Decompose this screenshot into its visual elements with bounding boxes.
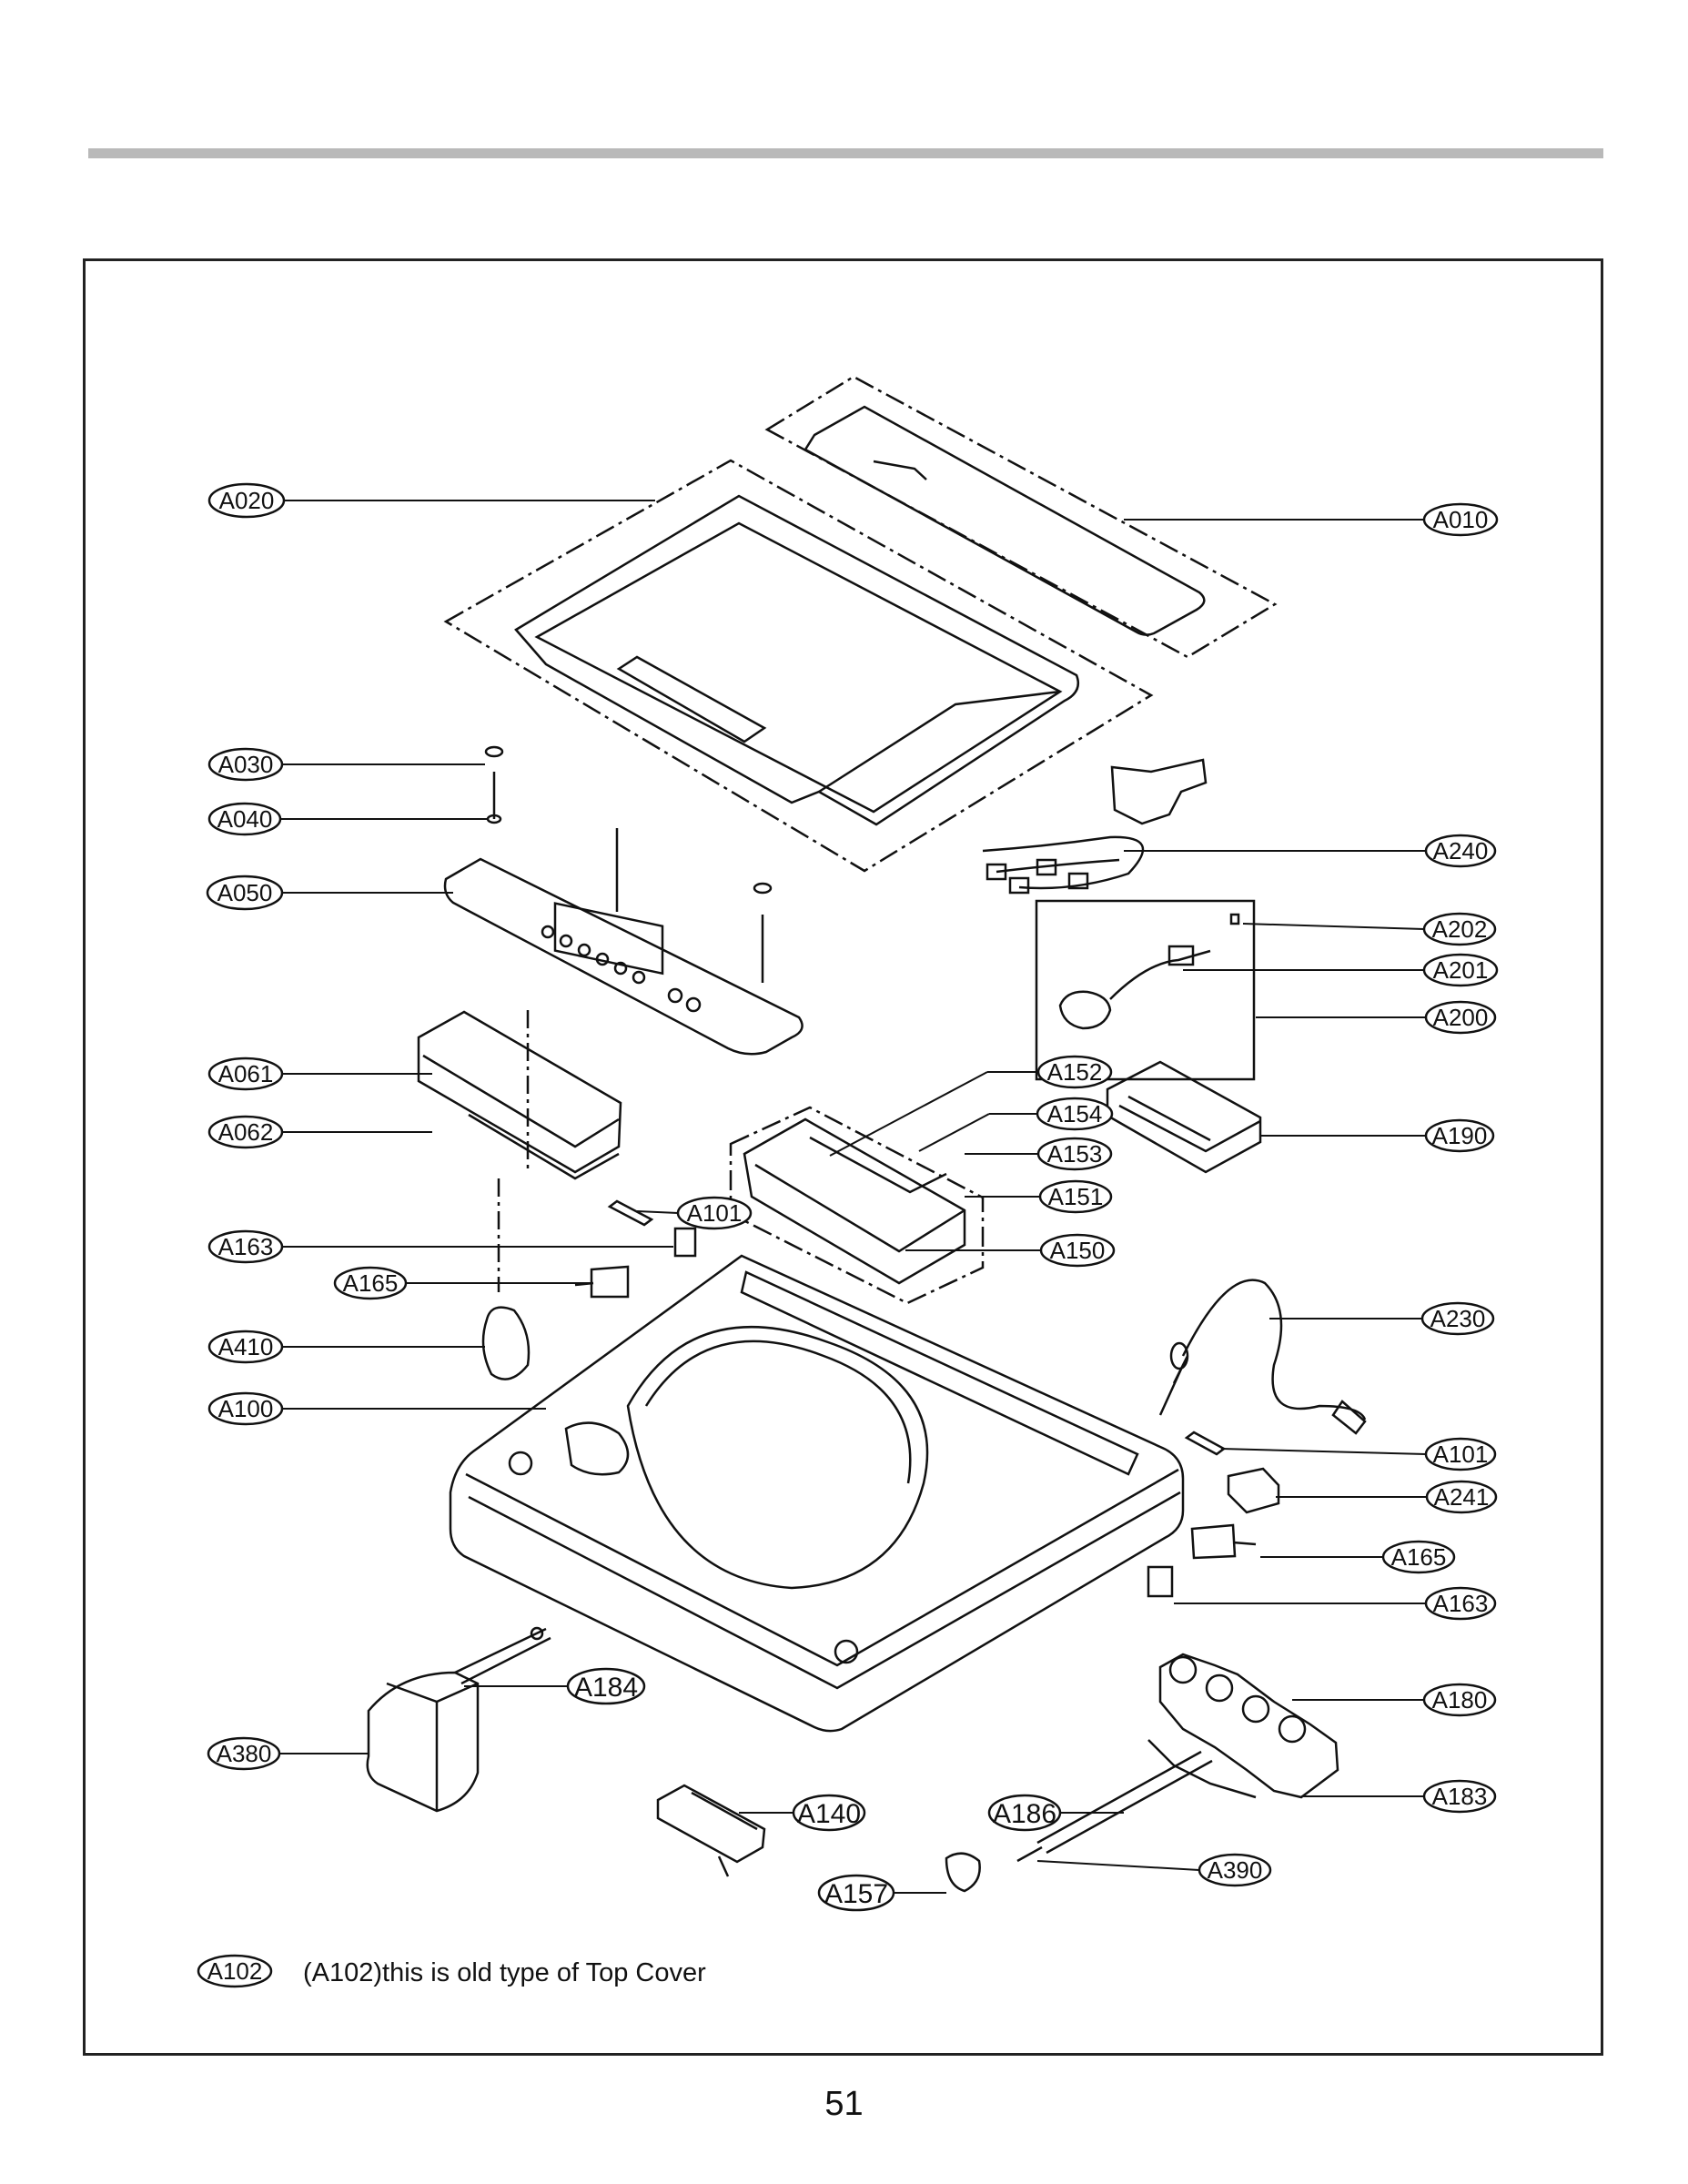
callout-label: A190 — [1432, 1122, 1488, 1149]
callout-label: A101 — [1433, 1441, 1489, 1468]
callout-label: A165 — [343, 1269, 399, 1297]
inlet-hose-part — [945, 1750, 1213, 1893]
lid-cap-part — [804, 405, 1206, 636]
small-parts-left — [481, 1199, 697, 1380]
water-valve-part — [1147, 1653, 1339, 1799]
callout-label: A102 — [207, 1957, 263, 1985]
callout-label: A010 — [1433, 506, 1489, 533]
callout-label: A030 — [218, 751, 274, 778]
pressure-switch-part — [1058, 913, 1240, 1030]
callout-label: A163 — [218, 1233, 274, 1260]
wire-harness-part — [982, 758, 1208, 895]
dispenser-part — [743, 1117, 966, 1285]
cap-boundary — [764, 375, 1278, 659]
legend-note: (A102)this is old type of Top Cover — [303, 1958, 706, 1987]
callout-label: A241 — [1434, 1483, 1490, 1511]
callout-label: A153 — [1047, 1140, 1103, 1168]
callout-label: A380 — [217, 1740, 272, 1767]
callout-label: A152 — [1047, 1058, 1103, 1086]
lid-boundary — [443, 459, 1154, 873]
callout-ellipses — [197, 482, 1499, 1988]
callout-label: A200 — [1433, 1004, 1489, 1031]
callout-label: A165 — [1391, 1543, 1447, 1571]
callout-label: A163 — [1433, 1590, 1489, 1617]
leader-lines — [279, 500, 1427, 1894]
callout-label: A100 — [218, 1395, 274, 1422]
page-number: 51 — [824, 2085, 864, 2123]
callout-labels: A020 A010 A030 A040 A240 A050 A202 A201 … — [207, 487, 1490, 1985]
control-panel-part — [443, 828, 804, 1056]
header-rule — [88, 148, 1603, 158]
callout-label: A150 — [1050, 1237, 1106, 1264]
callout-label: A062 — [218, 1118, 274, 1146]
callout-label: A180 — [1432, 1686, 1488, 1714]
small-parts-right — [1147, 1431, 1280, 1598]
diagram-frame — [83, 258, 1603, 2056]
callout-label: A240 — [1433, 837, 1489, 864]
callout-label: A154 — [1047, 1100, 1103, 1127]
screw-set — [484, 745, 773, 983]
power-cord-part — [1158, 1279, 1367, 1435]
callout-label: A184 — [574, 1673, 638, 1703]
callout-label: A050 — [217, 879, 273, 906]
callout-label: A020 — [219, 487, 275, 514]
callout-label: A230 — [1430, 1305, 1486, 1332]
callout-label: A410 — [218, 1333, 274, 1360]
callout-label: A040 — [217, 805, 273, 833]
callout-label: A202 — [1432, 915, 1488, 943]
callout-label: A390 — [1208, 1856, 1263, 1884]
top-lid-part — [514, 494, 1080, 826]
callout-label: A186 — [993, 1799, 1056, 1829]
pressure-switch-box — [1035, 899, 1256, 1081]
door-lock-part — [656, 1784, 766, 1877]
callout-label: A140 — [797, 1799, 861, 1829]
callout-label: A061 — [218, 1060, 274, 1087]
pcb-assembly-part — [417, 1010, 622, 1292]
bleach-container-part — [366, 1626, 551, 1813]
callout-label: A101 — [687, 1199, 743, 1227]
callout-label: A183 — [1432, 1783, 1488, 1810]
callout-label: A201 — [1433, 956, 1489, 984]
top-cover-part — [449, 1254, 1185, 1733]
callout-label: A151 — [1048, 1183, 1104, 1210]
callout-label: A157 — [824, 1879, 888, 1909]
